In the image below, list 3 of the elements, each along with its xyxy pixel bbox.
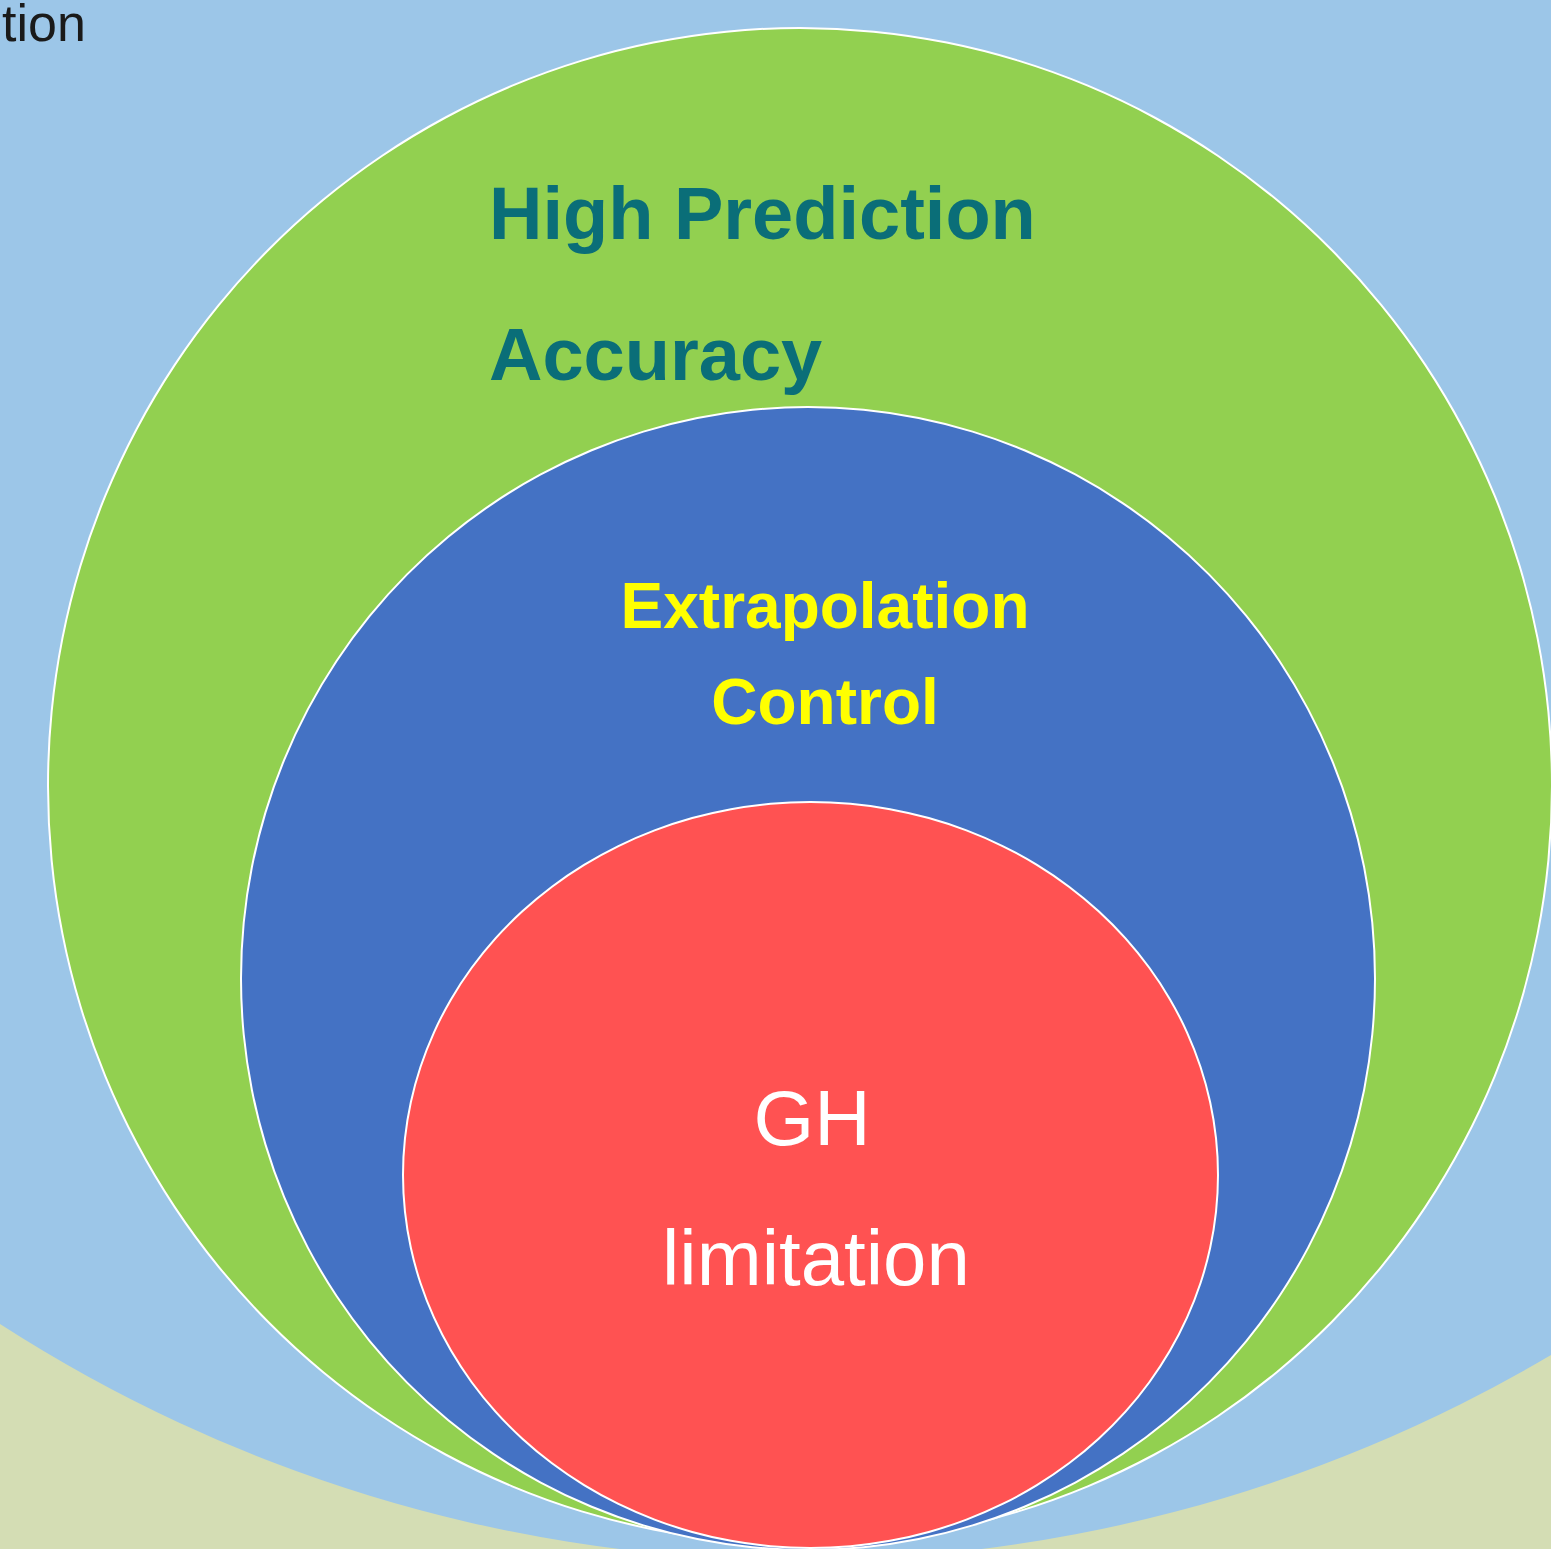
ring-label: tion [2, 0, 87, 54]
ring-label: High Prediction Accuracy [489, 171, 1037, 398]
ring-label: Extrapolation Control [619, 569, 1031, 740]
